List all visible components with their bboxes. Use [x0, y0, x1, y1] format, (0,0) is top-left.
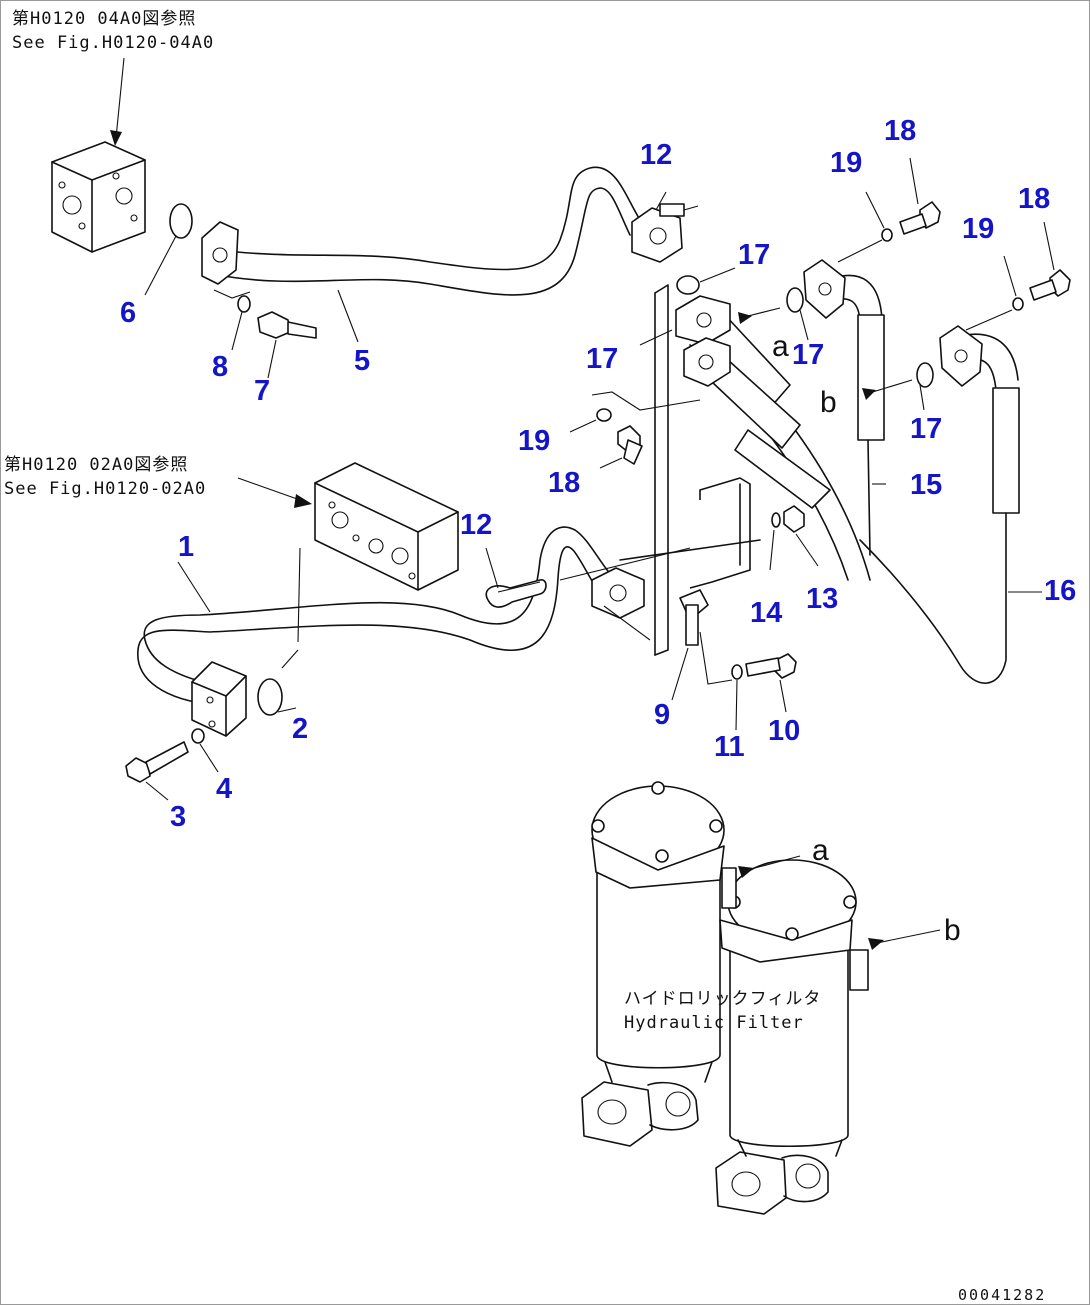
tube-5-flange-end	[631, 203, 699, 263]
filter-label-jp: ハイドロリックフィルタ	[624, 989, 821, 1009]
callout-2: 2	[292, 713, 308, 745]
callout-19-c: 19	[518, 425, 550, 457]
bolt-7	[257, 311, 317, 339]
callout-13: 13	[806, 583, 838, 615]
callout-8: 8	[212, 351, 228, 383]
letter-b-filter: b	[944, 914, 961, 947]
washer-19-b	[1012, 297, 1024, 311]
o-ring-17-a	[676, 275, 700, 295]
letter-a-filter: a	[812, 834, 829, 867]
callout-18-a: 18	[884, 115, 916, 147]
callout-17-b: 17	[586, 343, 618, 375]
washer-8	[237, 295, 251, 313]
upper-valve-block	[51, 141, 146, 253]
o-ring-6	[169, 203, 193, 239]
lower-ref-en: See Fig.H0120-02A0	[4, 479, 206, 499]
callout-15: 15	[910, 469, 942, 501]
callout-12-upper: 12	[640, 139, 672, 171]
arrow-lower-ref	[294, 494, 312, 508]
callout-9: 9	[654, 699, 670, 731]
hydraulic-filter-right	[715, 859, 857, 1215]
callout-6: 6	[120, 297, 136, 329]
hose-15	[689, 274, 885, 581]
upper-ref-en: See Fig.H0120-04A0	[12, 33, 214, 53]
filter-port-b	[849, 949, 869, 991]
lower-ref-jp: 第H0120 02A0図参照	[4, 455, 188, 475]
filter-label-en: Hydraulic Filter	[624, 1013, 804, 1033]
hose-15-flange	[803, 259, 846, 319]
hydraulic-filter-left	[581, 781, 725, 1147]
o-ring-17-b	[786, 287, 804, 313]
callout-1: 1	[178, 531, 194, 563]
callout-17-d: 17	[910, 413, 942, 445]
tube-1-end-block	[191, 661, 247, 737]
callout-19-a: 19	[830, 147, 862, 179]
bolt-18-c	[617, 425, 643, 465]
o-ring-17-c	[916, 362, 934, 388]
letter-a-upper: a	[772, 330, 789, 363]
filter-port-a	[721, 867, 737, 909]
callout-12-lower: 12	[460, 509, 492, 541]
letter-b-upper: b	[820, 386, 837, 419]
bolt-18-a	[899, 201, 941, 235]
callout-14: 14	[750, 597, 782, 629]
callout-18-b: 18	[1018, 183, 1050, 215]
clamp-12-lower	[485, 579, 547, 608]
callout-18-c: 18	[548, 467, 580, 499]
callout-19-b: 19	[962, 213, 994, 245]
lower-valve-block	[314, 462, 459, 591]
bolt-18-b	[1029, 269, 1071, 301]
callout-7: 7	[254, 375, 270, 407]
hose-16-flange	[939, 325, 983, 387]
washer-14	[771, 512, 781, 528]
tube-5	[201, 166, 641, 296]
callout-16: 16	[1044, 575, 1076, 607]
tube-1	[137, 526, 621, 706]
washer-19-a	[881, 228, 893, 242]
callout-10: 10	[768, 715, 800, 747]
washer-11	[731, 664, 743, 680]
mounting-plate	[654, 284, 669, 656]
callout-5: 5	[354, 345, 370, 377]
drawing-code: 00041282	[958, 1286, 1046, 1304]
bolt-3	[125, 741, 189, 783]
leader-upper-ref	[115, 57, 125, 139]
hose-15-plate-flange	[675, 295, 731, 345]
tube-1-flange	[591, 567, 645, 619]
bracket-9	[679, 477, 751, 646]
o-ring-2	[257, 678, 283, 716]
callout-11: 11	[714, 731, 745, 763]
hose-16	[859, 333, 1020, 684]
callout-3: 3	[170, 801, 186, 833]
nut-13	[783, 505, 805, 533]
callout-4: 4	[216, 773, 232, 805]
hose-16-plate-flange	[683, 337, 731, 387]
callout-17-a: 17	[738, 239, 770, 271]
washer-4	[191, 728, 205, 744]
washer-19-c	[596, 408, 612, 422]
upper-ref-jp: 第H0120 04A0図参照	[12, 9, 196, 29]
arrow-upper-ref	[110, 130, 122, 146]
bolt-10	[745, 653, 797, 679]
callout-17-c: 17	[792, 339, 824, 371]
